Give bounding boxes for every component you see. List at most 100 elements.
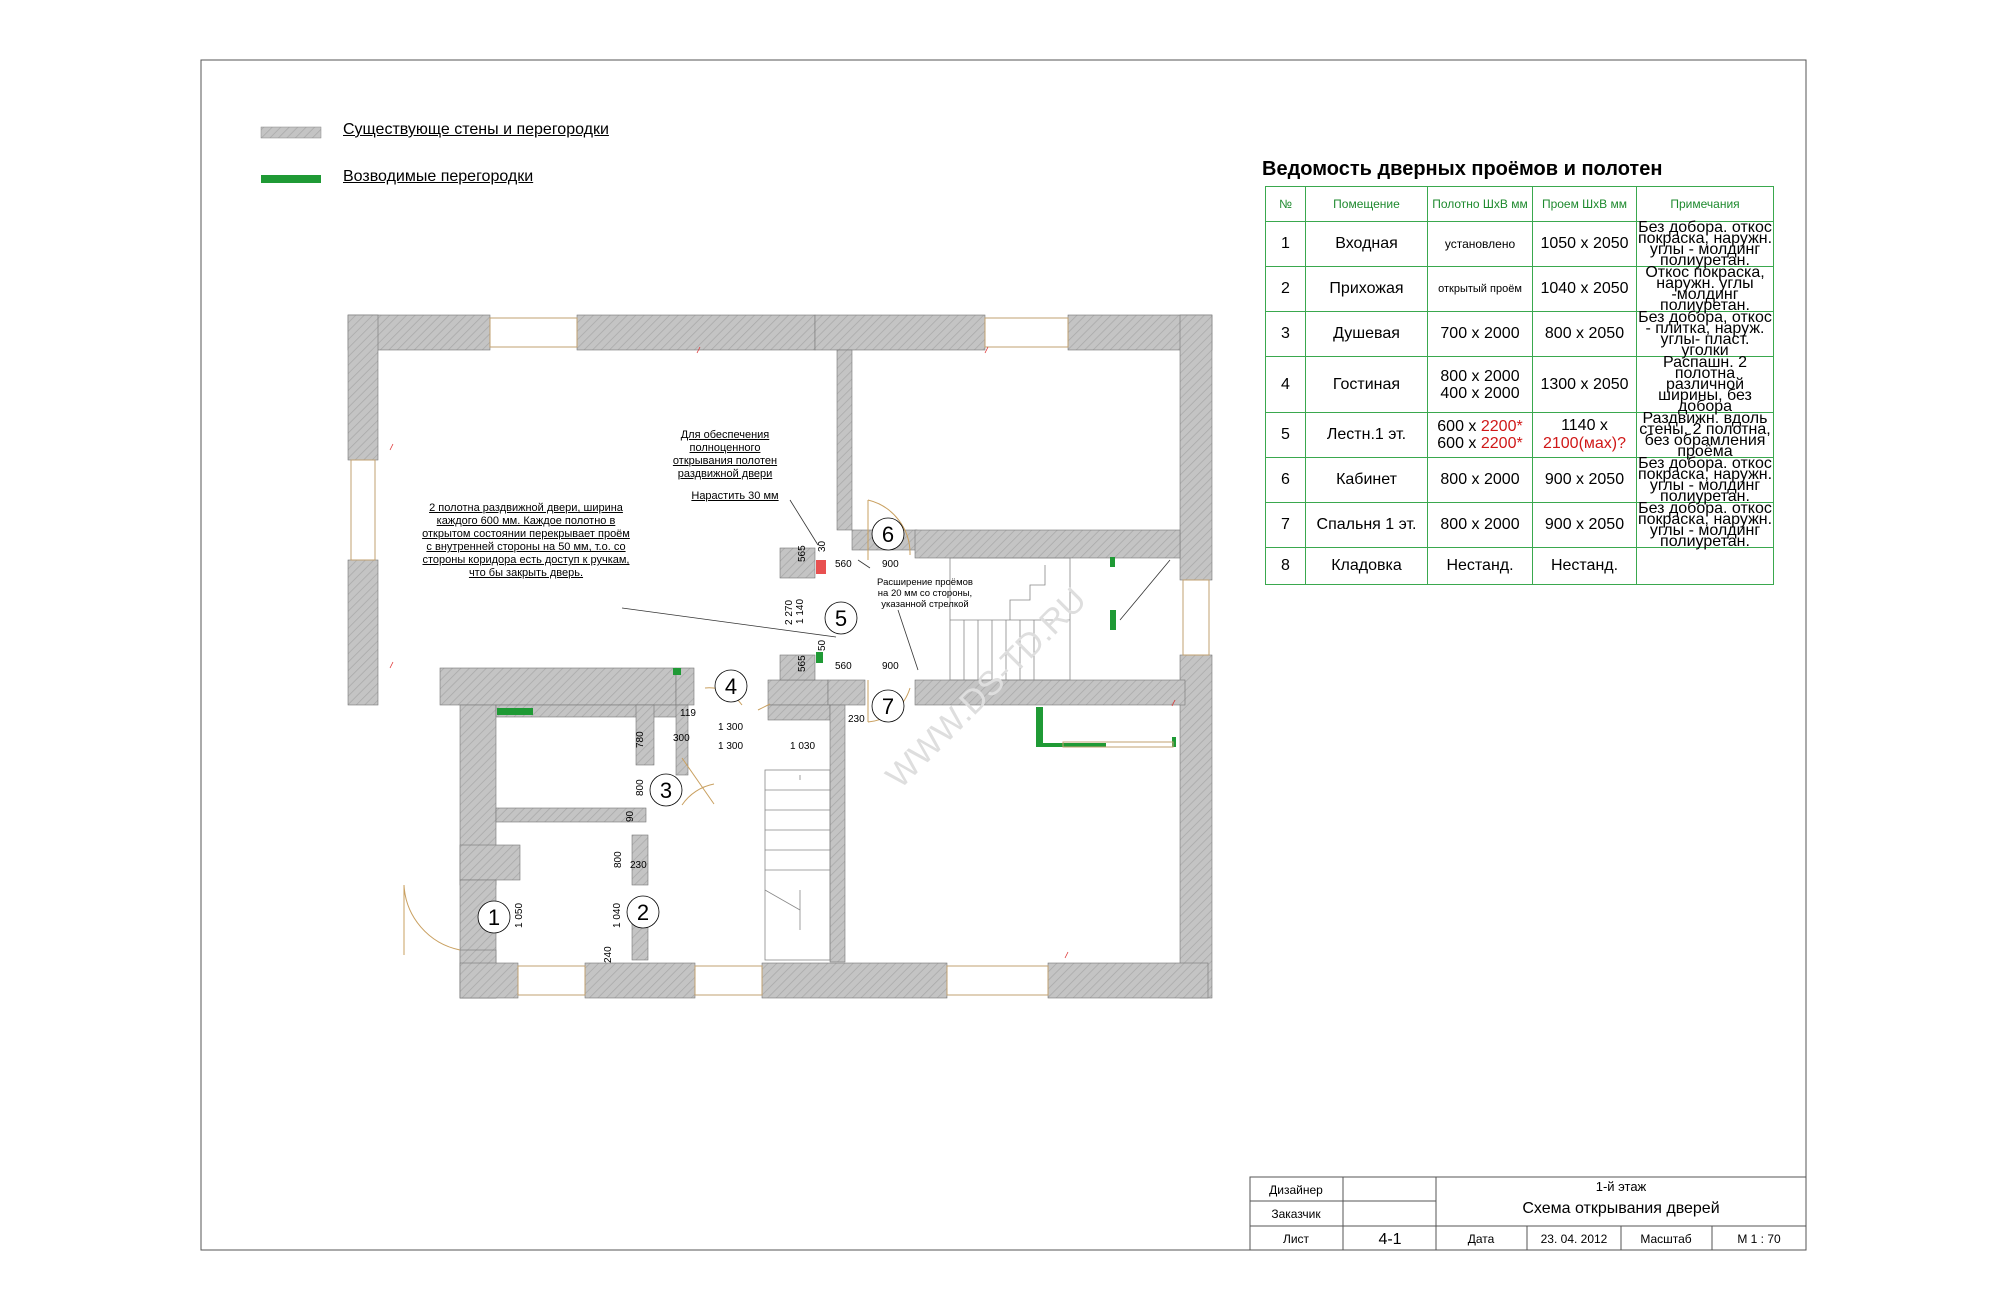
dim-1050: 1 050 [514,903,525,928]
date-value: 23. 04. 2012 [1541,1232,1608,1246]
cell-note [1636,547,1774,585]
scale-label: Масштаб [1640,1232,1691,1246]
cell-opening: Нестанд. [1532,547,1637,585]
dim-560-top: 560 [835,559,852,570]
cell-room: Прихожая [1305,266,1428,312]
leader-lines [621,499,1171,671]
extension-marker [816,560,826,574]
door-number-7: 7 [871,689,905,723]
cell-room: Входная [1305,221,1428,267]
title-block-text: Дизайнер Заказчик Лист 4-1 1-й этаж Схем… [1269,1179,1781,1248]
sheet-label: Лист [1283,1232,1310,1246]
cell-leaf-line-2-height: 2200* [1480,435,1523,452]
dim-300: 300 [673,733,690,744]
extend-30-note: Нарастить 30 мм [691,490,779,502]
dim-230-right: 230 [848,714,865,725]
cell-opening-line-1: 1140 х [1561,417,1608,434]
table-row: 6 Кабинет 800 х 2000 900 х 2050 Без добо… [1265,455,1774,505]
dim-900-bottom: 900 [882,661,899,672]
floor-plan [347,314,1213,999]
cell-note: Откос покраска, наружн. углы -молдинг по… [1636,265,1774,314]
dim-2270: 2 270 [784,600,795,625]
cell-opening: 1050 х 2050 [1532,221,1637,267]
cell-leaf-line-1: 800 х 2000 [1440,367,1520,385]
door-number-1: 1 [477,900,511,934]
cell-room: Кабинет [1305,457,1428,503]
cell-note: Распашн. 2 полотна различной ширины, без… [1636,355,1774,415]
cell-no: 3 [1265,311,1306,357]
cell-leaf: 800 х 2000 [1427,502,1533,548]
dim-90: 90 [625,810,636,822]
col-header-notes: Примечания [1636,186,1774,222]
cell-leaf: 600 х 2200*600 х 2200* [1427,412,1533,458]
table-title: Ведомость дверных проёмов и полотен [1262,158,1663,180]
cell-no: 1 [1265,221,1306,267]
col-header-leaf: Полотно ШхВ мм [1427,186,1533,222]
new-partitions [497,557,1176,747]
col-header-opening: Проем ШхВ мм [1532,186,1637,222]
cell-leaf-line-2-size: 600 х [1437,435,1481,452]
cell-leaf: установлено [1427,221,1533,267]
title-block-frame [1249,1176,1807,1251]
cell-opening-line-2: 2100(мах)? [1542,435,1627,452]
legend-existing-swatch [260,126,322,139]
cell-opening: 900 х 2050 [1532,502,1637,548]
dim-565-top: 565 [797,545,808,562]
cell-room: Гостиная [1305,356,1428,413]
extend-note: Для обеспечения полноценного открывания … [672,429,778,480]
designer-label: Дизайнер [1269,1183,1323,1197]
cell-leaf-line-1-height: 2200* [1480,418,1523,435]
widen-note: Расширение проёмов на 20 мм со стороны, … [877,577,973,610]
cell-opening: 1300 х 2050 [1532,356,1637,413]
table-row: 1 Входная установлено 1050 х 2050 Без до… [1265,220,1774,269]
table-row: 7 Спальня 1 эт. 800 х 2000 900 х 2050 Бе… [1265,501,1774,550]
cell-room: Душевая [1305,311,1428,357]
dim-1030: 1 030 [790,741,815,752]
cell-room: Лестн.1 эт. [1305,412,1428,458]
dim-30: 30 [817,540,828,552]
cell-no: 8 [1265,547,1306,585]
door-schedule-table: № Помещение Полотно ШхВ мм Проем ШхВ мм … [1265,186,1774,585]
sliding-door-note: 2 полотна раздвижной двери, ширина каждо… [422,502,630,579]
cell-leaf: 800 х 2000 [1427,457,1533,503]
col-header-no: № [1265,186,1306,222]
svg-text:2: 2 [637,900,649,925]
cell-opening: 1040 х 2050 [1532,266,1637,312]
cell-no: 6 [1265,457,1306,503]
cell-opening: 800 х 2050 [1532,311,1637,357]
staircase [764,557,1071,961]
dim-1140: 1 140 [795,599,806,624]
door-swings [403,499,911,955]
dim-1040: 1 040 [612,903,623,928]
door-number-5: 5 [824,601,858,635]
sheet-value: 4-1 [1378,1231,1401,1248]
customer-label: Заказчик [1271,1207,1321,1221]
dim-565-bottom: 565 [797,655,808,672]
door-number-3: 3 [649,773,683,807]
cell-note: Без добора. откос покраска, наружн. углы… [1636,455,1774,505]
cell-no: 2 [1265,266,1306,312]
dim-800-b: 800 [613,851,624,868]
date-label: Дата [1468,1232,1495,1246]
cell-no: 7 [1265,502,1306,548]
table-row: 8 Кладовка Нестанд. Нестанд. [1265,547,1774,585]
legend-existing-label: Существующе стены и перегородки [343,121,609,138]
svg-text:1: 1 [488,905,500,930]
cell-leaf: Нестанд. [1427,547,1533,585]
dimension-marks [389,346,1176,959]
cell-no: 4 [1265,356,1306,413]
dim-780: 780 [635,731,646,748]
cell-note: Без добора, откос - плитка, наруж. углы-… [1636,309,1774,359]
legend-new-swatch [261,175,321,183]
door-number-2: 2 [626,895,660,929]
dim-50: 50 [817,639,828,651]
svg-text:5: 5 [835,606,847,631]
scale-value: М 1 : 70 [1737,1232,1781,1246]
cell-no: 5 [1265,412,1306,458]
cell-leaf: 700 х 2000 [1427,311,1533,357]
svg-text:4: 4 [725,674,737,699]
